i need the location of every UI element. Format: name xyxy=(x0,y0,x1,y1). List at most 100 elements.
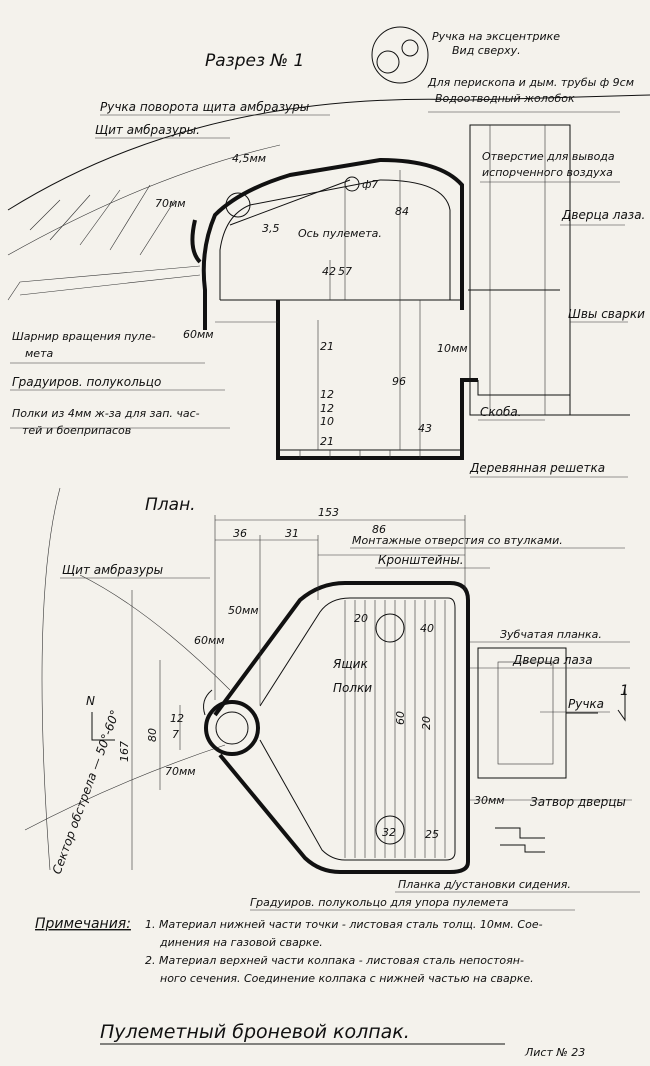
label-hatch-door: Дверца лаза. xyxy=(561,208,645,222)
embrasure-turret xyxy=(204,700,260,756)
note-1-line-b: динения на газовой сварке. xyxy=(159,936,323,949)
dim-167: 167 xyxy=(118,741,131,762)
eccentric-ring xyxy=(376,50,400,74)
sector-line-1 xyxy=(79,574,231,691)
grate-marks xyxy=(299,450,421,458)
dim-84: 84 xyxy=(395,205,409,218)
sector-arc xyxy=(41,487,61,871)
plan-title: План. xyxy=(145,495,196,515)
note-1-line-a: 1. Материал нижней части точки - листова… xyxy=(145,918,543,931)
dim-60: 60 xyxy=(394,711,407,725)
label-section-mark: 1 xyxy=(620,683,629,699)
section-drawing xyxy=(7,26,650,478)
slope-line xyxy=(7,144,281,256)
plan-cap-inner xyxy=(259,597,456,861)
label-mg-hinge-2: мета xyxy=(25,347,53,360)
embankment-line xyxy=(7,265,201,301)
dim-153: 153 xyxy=(318,506,339,519)
label-mg-hinge-1: Шарнир вращения пуле- xyxy=(12,330,156,343)
section-arrow xyxy=(617,685,626,722)
dim-86: 86 xyxy=(372,523,386,536)
label-door-lock: Затвор дверцы xyxy=(530,795,626,809)
hatch-column xyxy=(469,124,571,416)
door-lock-shape-2 xyxy=(500,844,545,853)
plan-drawing xyxy=(24,487,640,911)
note-2-line-a: 2. Материал верхней части колпака - лист… xyxy=(145,954,524,967)
earth-hatching xyxy=(29,184,176,256)
dim-10mm: 10мм xyxy=(437,342,468,355)
plan-embrasure-shield xyxy=(203,689,213,716)
label-toothed-strip: Зубчатая планка. xyxy=(500,628,602,641)
dim-31: 31 xyxy=(285,527,299,540)
label-plan-semi-ring: Градуиров. полукольцо для упора пулемета xyxy=(250,896,509,909)
label-top-view: Вид сверху. xyxy=(452,44,521,57)
embrasure-inner xyxy=(215,711,249,745)
mg-barrel xyxy=(229,179,351,226)
eccentric-outer xyxy=(371,26,429,84)
label-welds: Швы сварки xyxy=(568,307,645,321)
label-grate: Деревянная решетка xyxy=(469,461,605,475)
shield-hinge-circle xyxy=(225,192,251,218)
embankment-line-2 xyxy=(19,274,201,296)
dim-phi7: ф7 xyxy=(362,178,378,191)
dim-12-b: 12 xyxy=(320,402,334,415)
mount-hole-top xyxy=(375,613,405,643)
embrasure-shield xyxy=(190,219,202,264)
dim-57: 57 xyxy=(338,265,352,278)
dim-30mm: 30мм xyxy=(474,794,505,807)
mount-hole-bottom xyxy=(375,815,405,845)
dim-80: 80 xyxy=(146,728,159,742)
pit-outline xyxy=(276,300,478,460)
label-drain-gutter: Водоотводный жолобок xyxy=(435,92,575,105)
bracket-step xyxy=(477,380,630,416)
sheet-number: Лист № 23 xyxy=(524,1046,585,1059)
dim-20-a: 20 xyxy=(354,612,368,625)
dim-40: 40 xyxy=(420,622,434,635)
shelf-hatching xyxy=(344,600,446,858)
label-semi-ring: Градуиров. полукольцо xyxy=(12,375,161,389)
periscope-hole xyxy=(344,176,360,192)
dim-70mm: 70мм xyxy=(155,197,186,210)
armour-cap-outline xyxy=(201,157,464,330)
label-embrasure-handle: Ручка поворота щита амбразуры xyxy=(100,100,309,114)
label-plan-embrasure-shield: Щит амбразуры xyxy=(62,563,163,577)
plan-hatch-inner xyxy=(497,661,554,765)
section-leaders xyxy=(10,111,628,478)
dim-plan-60mm: 60мм xyxy=(194,634,225,647)
label-seat-strip: Планка д/установки сидения. xyxy=(398,878,571,891)
note-2-line-b: ного сечения. Соединение колпака с нижне… xyxy=(160,972,534,985)
label-periscope: Для перископа и дым. трубы ф 9см xyxy=(427,76,634,89)
label-bracket: Скоба. xyxy=(480,405,522,419)
label-eccentric-handle: Ручка на эксцентрике xyxy=(432,30,560,43)
label-shelves-2: тей и боеприпасов xyxy=(22,424,131,437)
ground-line xyxy=(7,94,650,211)
dim-12-a: 12 xyxy=(320,388,334,401)
dim-50mm: 50мм xyxy=(228,604,259,617)
plan-cap-outline xyxy=(213,581,470,874)
label-mounting-holes: Монтажные отверстия со втулками. xyxy=(352,534,563,547)
vertical-dim-lines xyxy=(317,170,421,450)
label-brackets: Кронштейны. xyxy=(378,553,464,567)
label-plan-hatch-door: Дверца лаза xyxy=(512,653,593,667)
armour-cap-inner xyxy=(219,179,451,300)
label-mg-axis: Ось пулемета. xyxy=(298,227,382,240)
plan-dim-lines xyxy=(131,515,466,870)
dim-32: 32 xyxy=(382,826,396,839)
dim-42: 42 xyxy=(322,265,336,278)
eccentric-pin xyxy=(401,39,419,57)
dim-60mm: 60мм xyxy=(183,328,214,341)
door-lock-shape-1 xyxy=(495,827,545,839)
dim-12: 12 xyxy=(170,712,184,725)
notes-heading: Примечания: xyxy=(35,916,131,932)
dim-36: 36 xyxy=(233,527,247,540)
label-box: Ящик xyxy=(332,657,368,671)
label-shelves: Полки xyxy=(333,681,372,695)
label-spent-air: испорченного воздуха xyxy=(482,166,613,179)
dim-96: 96 xyxy=(392,375,406,388)
dim-3-5: 3,5 xyxy=(262,222,280,235)
label-vent-hole: Отверстие для вывода xyxy=(482,150,615,163)
dim-21-b: 21 xyxy=(320,435,334,448)
north-arrow xyxy=(91,712,115,741)
